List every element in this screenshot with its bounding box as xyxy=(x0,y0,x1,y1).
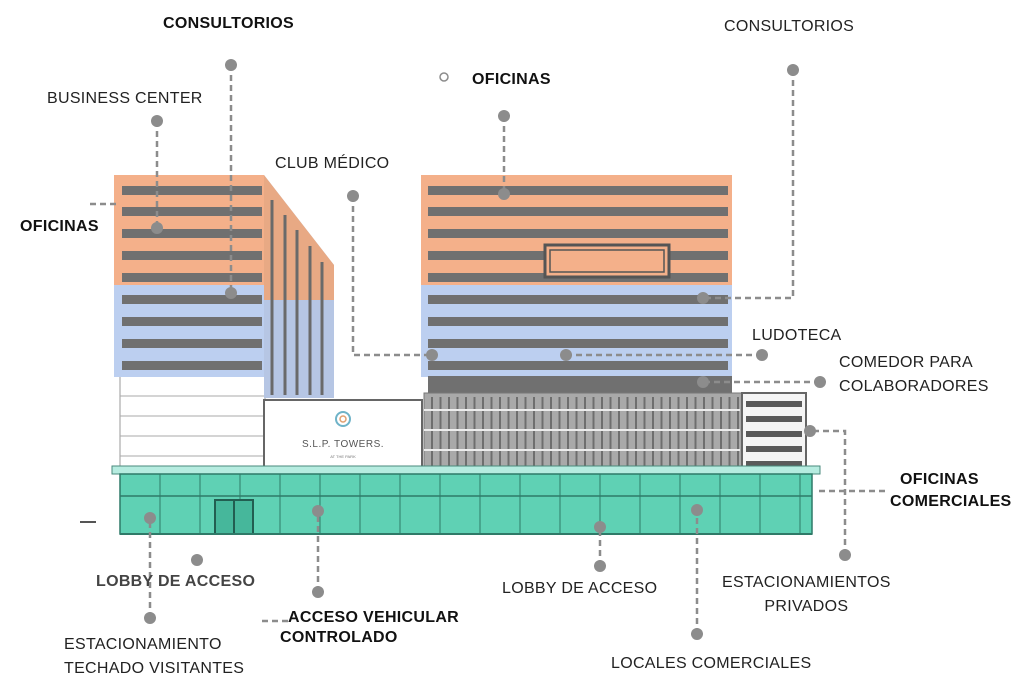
right-tower xyxy=(421,175,732,394)
commercial-podium xyxy=(80,465,821,535)
label-estac-visit-line2: TECHADO VISITANTES xyxy=(64,660,245,677)
label-oficinas-top: OFICINAS xyxy=(472,71,551,88)
left-tower-base-lines xyxy=(120,395,265,457)
dot-lobby-center xyxy=(594,560,606,572)
left-tower-base xyxy=(119,375,266,472)
label-consultorios-left: CONSULTORIOS xyxy=(163,15,295,32)
building-sign xyxy=(263,399,423,471)
left-tower xyxy=(114,175,334,472)
dot-lobby-left xyxy=(191,554,203,566)
label-comedor-line1: COMEDOR PARA xyxy=(839,354,973,371)
right-tower-podium-band xyxy=(428,376,732,394)
dot-club-medico xyxy=(347,190,359,202)
dot-oficinas-top-stub xyxy=(439,72,449,82)
label-estacionamiento-visitantes: ESTACIONAMIENTO TECHADO VISITANTES xyxy=(64,635,244,679)
label-oficinas-left: OFICINAS xyxy=(20,218,99,235)
left-tower-side-face-orange xyxy=(264,175,334,300)
sign-sub: AT THE PARK xyxy=(330,454,356,459)
label-acceso-vehicular: ACCESO VEHICULAR CONTROLADO xyxy=(280,608,459,648)
leader-lines xyxy=(90,65,885,634)
label-estacionamientos-line1: ESTACIONAMIENTOS xyxy=(722,574,891,591)
label-lobby-acceso-left: LOBBY DE ACCESO xyxy=(96,573,256,590)
label-locales-comerciales: LOCALES COMERCIALES xyxy=(611,655,812,672)
dot-consultorios-left xyxy=(225,59,237,71)
label-oficinas-comerciales-line1: OFICINAS xyxy=(900,471,979,488)
leader-dots xyxy=(144,59,851,640)
dot-comedor xyxy=(814,376,826,388)
label-club-medico: CLUB MÉDICO xyxy=(275,155,390,172)
dot-consultorios-right xyxy=(787,64,799,76)
label-comedor-line2: COLABORADORES xyxy=(839,378,989,395)
parking-slats xyxy=(431,397,739,468)
sign-logo-icon xyxy=(335,411,351,427)
label-acceso-line1: ACCESO VEHICULAR xyxy=(288,609,460,626)
left-tower-floor-bands xyxy=(122,186,262,370)
label-consultorios-right: CONSULTORIOS xyxy=(724,18,855,35)
leader-club-medico xyxy=(351,196,432,357)
leader-consultorios-right xyxy=(703,70,795,300)
dot-acceso-vehicular xyxy=(312,586,324,598)
dot-locales xyxy=(691,628,703,640)
label-estacionamientos-line2: PRIVADOS xyxy=(764,598,849,615)
left-tower-side-face-blue xyxy=(264,300,334,398)
dot-business-center xyxy=(151,115,163,127)
parking-block xyxy=(423,392,807,472)
label-comedor: COMEDOR PARA COLABORADORES xyxy=(839,353,989,397)
label-oficinas-comerciales: OFICINAS COMERCIALES xyxy=(890,470,1012,512)
label-business-center: BUSINESS CENTER xyxy=(47,90,203,107)
dot-ludoteca xyxy=(756,349,768,361)
label-acceso-line2: CONTROLADO xyxy=(280,629,398,646)
label-estacionamientos: ESTACIONAMIENTOS PRIVADOS xyxy=(722,573,891,617)
label-lobby-acceso-center: LOBBY DE ACCESO xyxy=(502,580,658,597)
sign-name: S.L.P. TOWERS. xyxy=(302,439,384,450)
label-ludoteca: LUDOTECA xyxy=(752,327,842,344)
leader-estacionamientos xyxy=(810,429,847,555)
left-tower-side-mullions xyxy=(270,200,324,395)
label-estac-visit-line1: ESTACIONAMIENTO xyxy=(64,636,222,653)
dot-estacionamientos xyxy=(839,549,851,561)
dot-estac-visitantes xyxy=(144,612,156,624)
label-oficinas-comerciales-line2: COMERCIALES xyxy=(890,493,1012,510)
dot-oficinas-top xyxy=(498,110,510,122)
